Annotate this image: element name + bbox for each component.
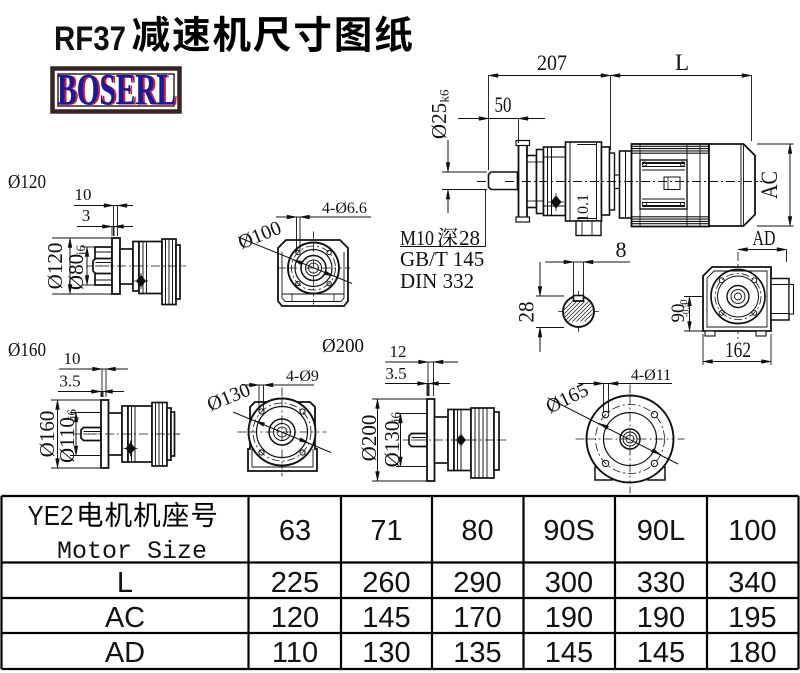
svg-text:0: 0 (679, 300, 690, 305)
svg-text:3.5: 3.5 (59, 372, 80, 391)
svg-text:100: 100 (728, 515, 776, 547)
svg-text:10: 10 (64, 349, 81, 368)
svg-text:8: 8 (616, 237, 627, 262)
svg-text:Ø200: Ø200 (322, 335, 364, 357)
svg-text:j6: j6 (388, 411, 403, 423)
svg-text:Ø200: Ø200 (357, 415, 381, 462)
svg-text:290: 290 (453, 567, 501, 599)
svg-text:63: 63 (279, 515, 311, 547)
svg-text:4-Ø11: 4-Ø11 (631, 367, 671, 384)
svg-text:71: 71 (370, 515, 402, 547)
svg-text:3.5: 3.5 (385, 364, 406, 383)
svg-text:120: 120 (271, 602, 319, 634)
svg-text:AC: AC (105, 602, 145, 634)
svg-text:260: 260 (362, 567, 410, 599)
svg-text:AD: AD (105, 637, 145, 669)
svg-text:k6: k6 (437, 89, 452, 103)
svg-text:12: 12 (390, 342, 407, 361)
svg-text:Ø100: Ø100 (235, 217, 284, 254)
svg-text:90S: 90S (543, 515, 595, 547)
svg-text:M10: M10 (400, 226, 434, 250)
svg-text:Motor Size: Motor Size (57, 537, 207, 566)
svg-text:130: 130 (362, 637, 410, 669)
svg-text:Ø160: Ø160 (35, 411, 59, 458)
svg-text:AC: AC (757, 171, 782, 199)
svg-text:j6: j6 (73, 244, 88, 256)
svg-text:170: 170 (453, 602, 501, 634)
svg-text:Ø120: Ø120 (43, 243, 67, 290)
svg-text:DIN 332: DIN 332 (400, 269, 474, 293)
svg-text:L: L (117, 567, 133, 599)
svg-text:3: 3 (82, 206, 91, 225)
svg-text:110: 110 (272, 637, 318, 669)
svg-text:RF37: RF37 (54, 20, 126, 58)
svg-text:GB/T 145: GB/T 145 (400, 247, 484, 271)
svg-text:L: L (675, 50, 689, 75)
svg-text:330: 330 (637, 567, 685, 599)
svg-text:Ø80: Ø80 (64, 254, 88, 290)
svg-text:28: 28 (459, 226, 480, 250)
svg-text:145: 145 (545, 637, 593, 669)
svg-text:145: 145 (362, 602, 410, 634)
svg-text:Ø25: Ø25 (427, 103, 451, 139)
svg-text:AD: AD (753, 226, 776, 250)
svg-text:190: 190 (637, 602, 685, 634)
svg-text:180: 180 (728, 637, 776, 669)
svg-text:Ø120: Ø120 (8, 171, 46, 193)
svg-text:225: 225 (271, 567, 319, 599)
svg-text:4-Ø9: 4-Ø9 (286, 368, 319, 385)
svg-text:90: 90 (668, 304, 689, 323)
svg-text:BOSERL: BOSERL (57, 65, 176, 114)
svg-text:BOSERL: BOSERL (59, 66, 178, 115)
svg-text:10: 10 (75, 185, 92, 204)
svg-text:Ø130: Ø130 (204, 379, 253, 416)
svg-text:10.1: 10.1 (575, 194, 592, 222)
svg-text:50: 50 (495, 92, 512, 117)
svg-text:190: 190 (545, 602, 593, 634)
svg-text:4-Ø6.6: 4-Ø6.6 (322, 200, 367, 217)
svg-text:Ø165: Ø165 (543, 379, 593, 418)
svg-text:Ø110: Ø110 (55, 417, 79, 463)
svg-text:Ø160: Ø160 (8, 339, 46, 361)
svg-text:135: 135 (453, 637, 501, 669)
svg-text:Ø130: Ø130 (380, 421, 404, 468)
svg-text:195: 195 (728, 602, 776, 634)
svg-text:j6: j6 (64, 408, 79, 420)
svg-text:80: 80 (461, 515, 493, 547)
svg-text:-0.5: -0.5 (681, 302, 691, 317)
svg-text:162: 162 (725, 337, 751, 362)
svg-text:340: 340 (728, 567, 776, 599)
svg-text:28: 28 (514, 302, 539, 323)
svg-text:300: 300 (545, 567, 593, 599)
svg-text:145: 145 (637, 637, 685, 669)
svg-text:90L: 90L (637, 515, 685, 547)
svg-text:YE2: YE2 (28, 500, 74, 531)
svg-text:207: 207 (537, 50, 567, 75)
